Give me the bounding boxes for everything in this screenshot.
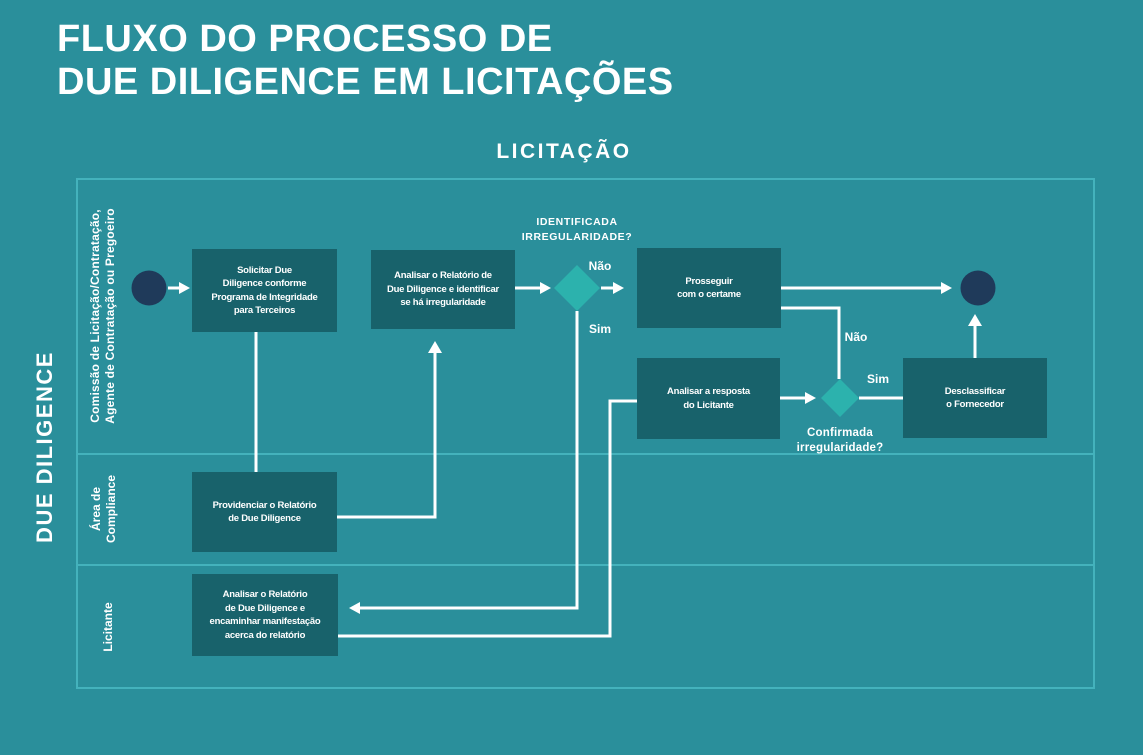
arrowhead-right-icon — [540, 282, 551, 294]
arrowhead-right-icon — [941, 282, 952, 294]
decision-identificada-diamond — [554, 265, 600, 311]
arrowhead-right-icon — [805, 392, 816, 404]
process-box-providenciar: Providenciar o Relatório de Due Diligenc… — [192, 472, 337, 552]
decision-label-identificada: IDENTIFICADA IRREGULARIDADE? — [521, 216, 633, 243]
process-box-prosseguir: Prosseguir com o certame — [637, 248, 781, 328]
swimlane-region — [76, 178, 1095, 689]
arrowhead-right-icon — [179, 282, 190, 294]
arrowhead-up-icon — [968, 314, 982, 326]
process-box-analisar-relatorio: Analisar o Relatório de Due Diligence e … — [371, 250, 515, 329]
start-circle — [131, 270, 167, 306]
end-circle — [960, 270, 996, 306]
page-title: FLUXO DO PROCESSO DE DUE DILIGENCE EM LI… — [57, 18, 674, 103]
lane-divider-1 — [76, 453, 1095, 455]
connector-providenciar-analisar — [337, 352, 437, 519]
process-box-desclassificar: Desclassificar o Fornecedor — [903, 358, 1047, 438]
decision-label-confirmada: Confirmada irregularidade? — [796, 427, 884, 454]
column-header-licitacao: LICITAÇÃO — [496, 140, 632, 163]
process-box-analisar-resposta: Analisar a resposta do Licitante — [637, 358, 780, 439]
edge-label-sim-2: Sim — [866, 372, 889, 386]
edge-label-sim-1: Sim — [588, 322, 611, 336]
arrowhead-right-icon — [613, 282, 624, 294]
connector-decisao2-prosseguir — [781, 306, 841, 379]
arrowhead-left-icon — [349, 602, 360, 614]
process-box-licitante-analisar: Analisar o Relatório de Due Diligence e … — [192, 574, 338, 656]
edge-label-nao-1: Não — [588, 259, 612, 273]
edge-label-nao-2: Não — [844, 330, 868, 344]
lane-divider-2 — [76, 564, 1095, 566]
connector-decisao1-licitante — [360, 311, 579, 610]
connector-licitante-resposta — [337, 399, 637, 638]
arrowhead-up-icon — [428, 341, 442, 353]
decision-confirmada-diamond — [821, 379, 859, 417]
process-box-solicitar: Solicitar Due Diligence conforme Program… — [192, 249, 337, 332]
